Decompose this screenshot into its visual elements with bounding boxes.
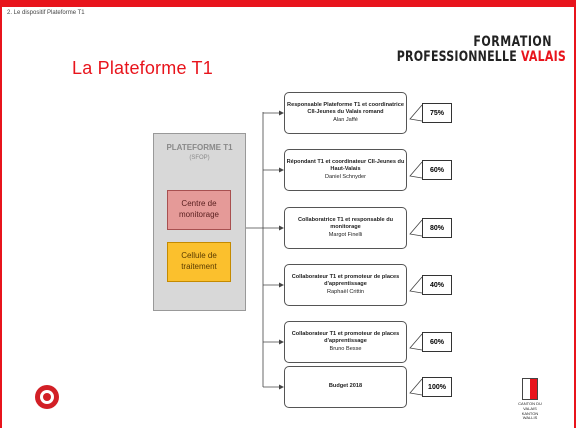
role-person: Alan Jaffé xyxy=(333,116,358,123)
valais-flag-icon xyxy=(522,378,538,400)
arrow-head xyxy=(279,384,284,390)
role-title: Collaborateur T1 et promoteur de places … xyxy=(291,274,400,288)
logo-line-2: PROFESSIONNELLE VALAIS xyxy=(397,50,566,64)
callout-pointer xyxy=(409,161,423,179)
centre-monitorage-box: Centre de monitorage xyxy=(167,190,231,230)
role-box-1: Responsable Plateforme T1 et coordinatri… xyxy=(284,92,407,134)
percent-badge: 60% xyxy=(422,160,452,180)
plateforme-title: PLATEFORME T1 xyxy=(166,143,233,152)
role-title: Budget 2018 xyxy=(328,383,363,390)
right-border xyxy=(574,7,576,428)
role-person: Daniel Schnyder xyxy=(324,173,367,180)
role-title: Répondant T1 et coordinateur CII-Jeunes … xyxy=(286,159,405,173)
arrow-head xyxy=(279,225,284,231)
arrow-head xyxy=(279,282,284,288)
role-title: Responsable Plateforme T1 et coordinatri… xyxy=(287,102,404,116)
callout-pointer xyxy=(409,276,423,294)
plateforme-subtitle: (SFOP) xyxy=(189,155,210,161)
formation-valais-logo: FORMATION PROFESSIONNELLE VALAIS xyxy=(397,33,566,64)
role-person: Raphaël Crittin xyxy=(327,288,364,295)
logo-line-2b: VALAIS xyxy=(520,48,566,65)
left-border xyxy=(0,7,5,428)
cellule-traitement-box: Cellule de traitement xyxy=(167,242,231,282)
role-person: Margot Finelli xyxy=(328,231,363,238)
arrow-head xyxy=(279,167,284,173)
callout-pointer xyxy=(409,219,423,237)
percent-badge: 75% xyxy=(422,103,452,123)
canton-text: CANTON DU VALAIS KANTON WALLIS xyxy=(518,401,542,421)
role-box-6: Budget 2018 xyxy=(284,366,407,408)
callout-pointer xyxy=(409,104,423,122)
seal-logo xyxy=(35,385,59,409)
callout-pointer xyxy=(409,378,423,396)
canton-valais-logo: CANTON DU VALAIS KANTON WALLIS xyxy=(515,378,545,421)
callout-pointer xyxy=(409,333,423,351)
role-box-3: Collaboratrice T1 et responsable du moni… xyxy=(284,207,407,249)
percent-badge: 100% xyxy=(422,377,452,397)
percent-badge: 40% xyxy=(422,275,452,295)
breadcrumb: 2. Le dispositif Plateforme T1 xyxy=(7,10,85,16)
page-title: La Plateforme T1 xyxy=(72,58,213,78)
role-title: Collaboratrice T1 et responsable du moni… xyxy=(297,217,394,231)
logo-line-1: FORMATION xyxy=(473,33,552,50)
role-box-4: Collaborateur T1 et promoteur de places … xyxy=(284,264,407,306)
arrow-head xyxy=(279,110,284,116)
arrow-head xyxy=(279,339,284,345)
percent-badge: 80% xyxy=(422,218,452,238)
plateforme-box: PLATEFORME T1 (SFOP) Centre de monitorag… xyxy=(153,133,246,311)
role-box-5: Collaborateur T1 et promoteur de places … xyxy=(284,321,407,363)
logo-line-2a: PROFESSIONNELLE xyxy=(396,48,521,65)
role-box-2: Répondant T1 et coordinateur CII-Jeunes … xyxy=(284,149,407,191)
percent-badge: 60% xyxy=(422,332,452,352)
role-person: Bruno Besse xyxy=(329,345,362,352)
top-accent-bar xyxy=(0,0,576,7)
role-title: Collaborateur T1 et promoteur de places … xyxy=(291,331,400,345)
